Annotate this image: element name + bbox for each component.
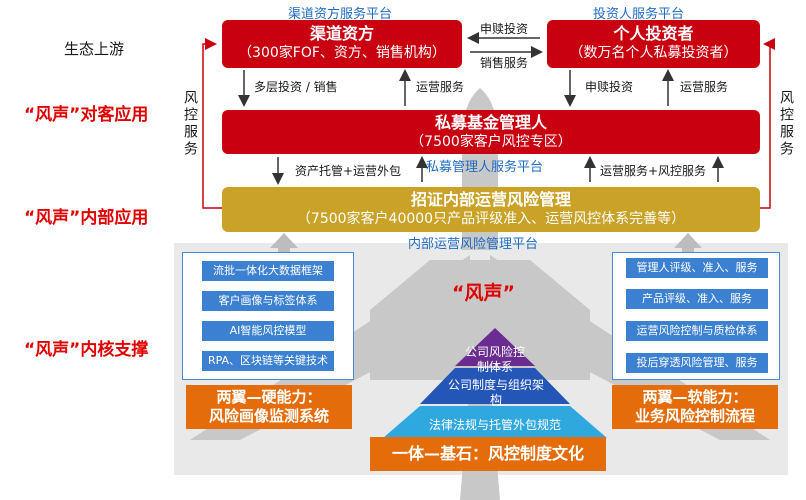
label-internal-app: “风声”内部应用 bbox=[24, 208, 149, 228]
internal-sub: （7500家客户40000只产品评级准入、运营风控体系完善等） bbox=[296, 211, 686, 227]
label-ops-left: 运营服务 bbox=[416, 80, 465, 94]
label-custody: 资产托管+运营外包 bbox=[295, 164, 402, 178]
label-upstream: 生态上游 bbox=[64, 40, 125, 58]
platform-investor: 投资人服务平台 bbox=[593, 7, 685, 22]
manager-sub: （7500家客户风控专区） bbox=[410, 134, 572, 150]
pyramid-bottom: 法律法规与托管外包规范 bbox=[428, 418, 561, 432]
investor-title: 个人投资者 bbox=[613, 24, 694, 43]
right-caption-line2: 业务风险控制流程 bbox=[634, 407, 755, 425]
label-subscribe-invest: 申赎投资 bbox=[585, 80, 634, 94]
channel-sub: （300家FOF、资方、销售机构） bbox=[238, 45, 446, 61]
left-caption-line1: 两翼—硬能力： bbox=[216, 388, 322, 406]
right-item-0: 管理人评级、准入、服务 bbox=[626, 258, 768, 278]
label-multi-invest: 多层投资 / 销售 bbox=[254, 80, 338, 94]
left-caption: 两翼—硬能力： 风险画像监测系统 bbox=[186, 385, 352, 429]
pyramid bbox=[383, 328, 607, 438]
right-item-2: 运营风险控制与质检体系 bbox=[626, 321, 768, 341]
left-item-2: AI智能风控模型 bbox=[202, 321, 334, 341]
label-client-app: “风声”对客应用 bbox=[24, 105, 149, 125]
left-item-0: 流批一体化大数据框架 bbox=[202, 261, 334, 281]
internal-title: 招证内部运营风险管理 bbox=[410, 190, 571, 209]
investor-sub: （数万名个人私募投资者） bbox=[569, 45, 738, 61]
right-item-3: 投后穿透风险管理、服务 bbox=[626, 353, 768, 373]
manager-title: 私募基金管理人 bbox=[434, 113, 547, 132]
left-wing-panel: 流批一体化大数据框架 客户画像与标签体系 AI智能风控模型 RPA、区块链等关键… bbox=[182, 252, 354, 380]
channel-title: 渠道资方 bbox=[309, 24, 374, 43]
base-box: 一体—基石：风控制度文化 bbox=[370, 437, 606, 471]
right-caption: 两翼—软能力： 业务风险控制流程 bbox=[612, 385, 778, 429]
right-caption-line1: 两翼—软能力： bbox=[642, 388, 748, 406]
label-ops-risk: 运营服务+风控服务 bbox=[600, 164, 707, 178]
left-item-1: 客户画像与标签体系 bbox=[202, 291, 334, 311]
right-item-1: 产品评级、准入、服务 bbox=[626, 289, 768, 309]
pyramid-middle: 公司制度与组织架构 bbox=[448, 378, 545, 407]
platform-manager: 私募管理人服务平台 bbox=[426, 160, 544, 175]
label-core: “风声”内核支撑 bbox=[24, 340, 149, 360]
platform-channel: 渠道资方服务平台 bbox=[288, 7, 393, 22]
manager-box: 私募基金管理人 （7500家客户风控专区） bbox=[222, 110, 760, 154]
label-subscribe: 申赎投资 bbox=[480, 22, 529, 36]
left-item-3: RPA、区块链等关键技术 bbox=[202, 351, 334, 371]
label-risk-left: 风控服务 bbox=[182, 90, 198, 158]
label-ops-right: 运营服务 bbox=[680, 80, 729, 94]
pyramid-top: 公司风险控制体系 bbox=[464, 345, 525, 374]
investor-box: 个人投资者 （数万名个人私募投资者） bbox=[547, 20, 760, 68]
internal-box: 招证内部运营风险管理 （7500家客户40000只产品评级准入、运营风控体系完善… bbox=[222, 187, 760, 232]
channel-box: 渠道资方 （300家FOF、资方、销售机构） bbox=[222, 20, 462, 68]
core-title: “风声” bbox=[452, 282, 515, 304]
left-caption-line2: 风险画像监测系统 bbox=[208, 407, 329, 425]
platform-internal: 内部运营风险管理平台 bbox=[408, 237, 539, 252]
label-risk-right: 风控服务 bbox=[778, 90, 794, 158]
label-sales: 销售服务 bbox=[480, 56, 529, 70]
right-wing-panel: 管理人评级、准入、服务 产品评级、准入、服务 运营风险控制与质检体系 投后穿透风… bbox=[612, 252, 780, 380]
